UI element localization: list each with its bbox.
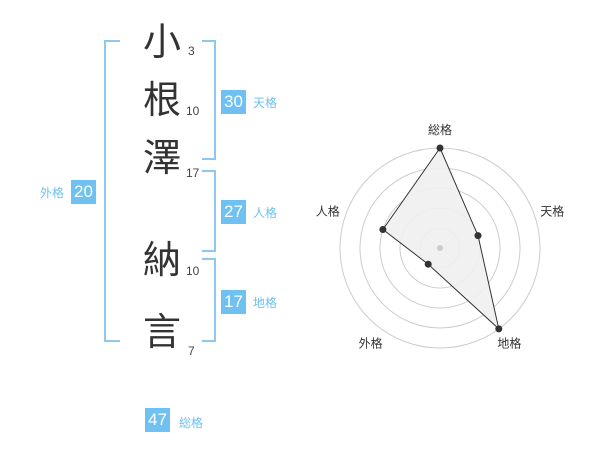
chikaku-label: 地格 <box>253 296 278 310</box>
jinkaku-value: 27 <box>221 200 246 224</box>
radar-area <box>382 146 500 331</box>
radar-axis-label-5: 人格 <box>316 204 340 219</box>
name-char-1: 小 <box>142 20 181 64</box>
chikaku-bracket <box>202 258 216 342</box>
radar-point-3 <box>495 325 503 333</box>
radar-point-2 <box>474 232 482 240</box>
radar-axis-label-3: 地格 <box>497 336 521 351</box>
tenkaku-bracket <box>202 40 216 160</box>
gaikaku-value: 20 <box>71 180 96 204</box>
soukaku-value: 47 <box>145 408 170 432</box>
stroke-count-1: 3 <box>188 44 195 58</box>
jinkaku-label: 人格 <box>253 206 278 220</box>
name-char-5: 言 <box>142 310 181 354</box>
name-char-2: 根 <box>142 78 181 122</box>
tenkaku-label: 天格 <box>253 96 278 110</box>
radar-axis-label-1: 総格 <box>428 122 452 137</box>
gaikaku-bracket <box>104 40 120 342</box>
radar-point-4 <box>424 260 432 268</box>
stroke-count-5: 7 <box>188 344 195 358</box>
name-char-4: 納 <box>142 238 181 282</box>
radar-point-1 <box>436 144 444 152</box>
radar-center-dot <box>437 245 443 251</box>
radar-axis-label-4: 外格 <box>359 336 383 351</box>
stroke-count-4: 10 <box>186 264 200 278</box>
name-char-3: 澤 <box>142 136 181 180</box>
chikaku-value: 17 <box>221 290 246 314</box>
radar-point-5 <box>379 226 387 233</box>
stroke-count-3: 17 <box>186 166 200 180</box>
gaikaku-label: 外格 <box>40 186 65 200</box>
tenkaku-value: 30 <box>221 90 246 114</box>
jinkaku-bracket <box>202 170 216 252</box>
stroke-count-2: 10 <box>186 104 200 118</box>
radar-axis-label-2: 天格 <box>540 204 564 219</box>
soukaku-label: 総格 <box>179 416 204 430</box>
